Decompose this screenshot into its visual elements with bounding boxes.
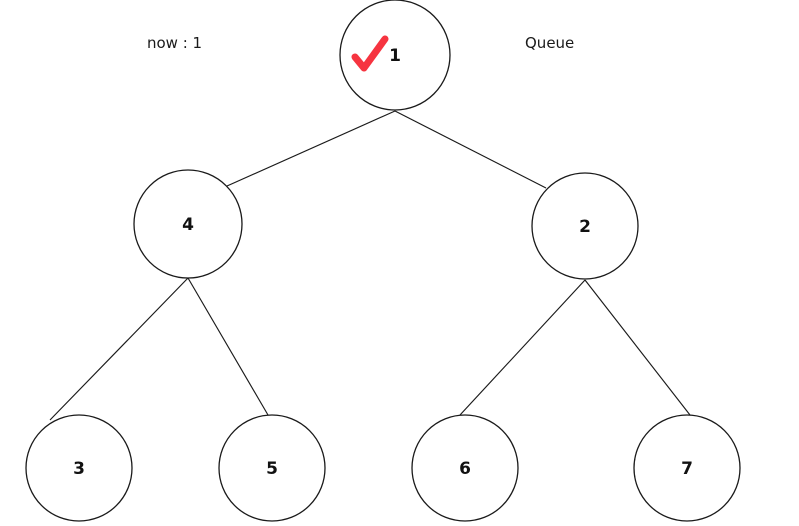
node-circle[interactable] xyxy=(633,414,741,522)
now-label: now : 1 xyxy=(147,34,203,52)
tree-edge xyxy=(187,277,269,416)
node-circle[interactable] xyxy=(218,414,326,522)
tree-node[interactable]: 2 xyxy=(531,172,639,280)
queue-label: Queue xyxy=(525,34,575,52)
visited-check-icon xyxy=(351,35,389,72)
tree-edge xyxy=(394,110,547,189)
node-label: 7 xyxy=(681,459,693,479)
tree-edge xyxy=(226,110,396,187)
node-circle[interactable] xyxy=(411,414,519,522)
edges-group xyxy=(49,110,691,421)
node-circle[interactable] xyxy=(531,172,639,280)
node-circle[interactable] xyxy=(339,0,451,111)
tree-node[interactable]: 1 xyxy=(339,0,451,111)
nodes-group: 1 4 2 3 5 6 7 xyxy=(25,0,741,522)
node-label: 6 xyxy=(459,459,471,479)
node-label: 3 xyxy=(73,459,85,479)
tree-node[interactable]: 7 xyxy=(633,414,741,522)
tree-node[interactable]: 5 xyxy=(218,414,326,522)
tree-node[interactable]: 4 xyxy=(133,169,243,279)
tree-edge xyxy=(584,279,691,416)
node-label: 1 xyxy=(389,46,401,66)
tree-node[interactable]: 6 xyxy=(411,414,519,522)
tree-node[interactable]: 3 xyxy=(25,414,133,522)
node-label: 5 xyxy=(266,459,278,479)
node-label: 4 xyxy=(182,215,194,235)
tree-edge xyxy=(49,277,189,421)
node-circle[interactable] xyxy=(25,414,133,522)
node-label: 2 xyxy=(579,217,591,237)
node-circle[interactable] xyxy=(133,169,243,279)
tree-edge xyxy=(459,279,586,416)
